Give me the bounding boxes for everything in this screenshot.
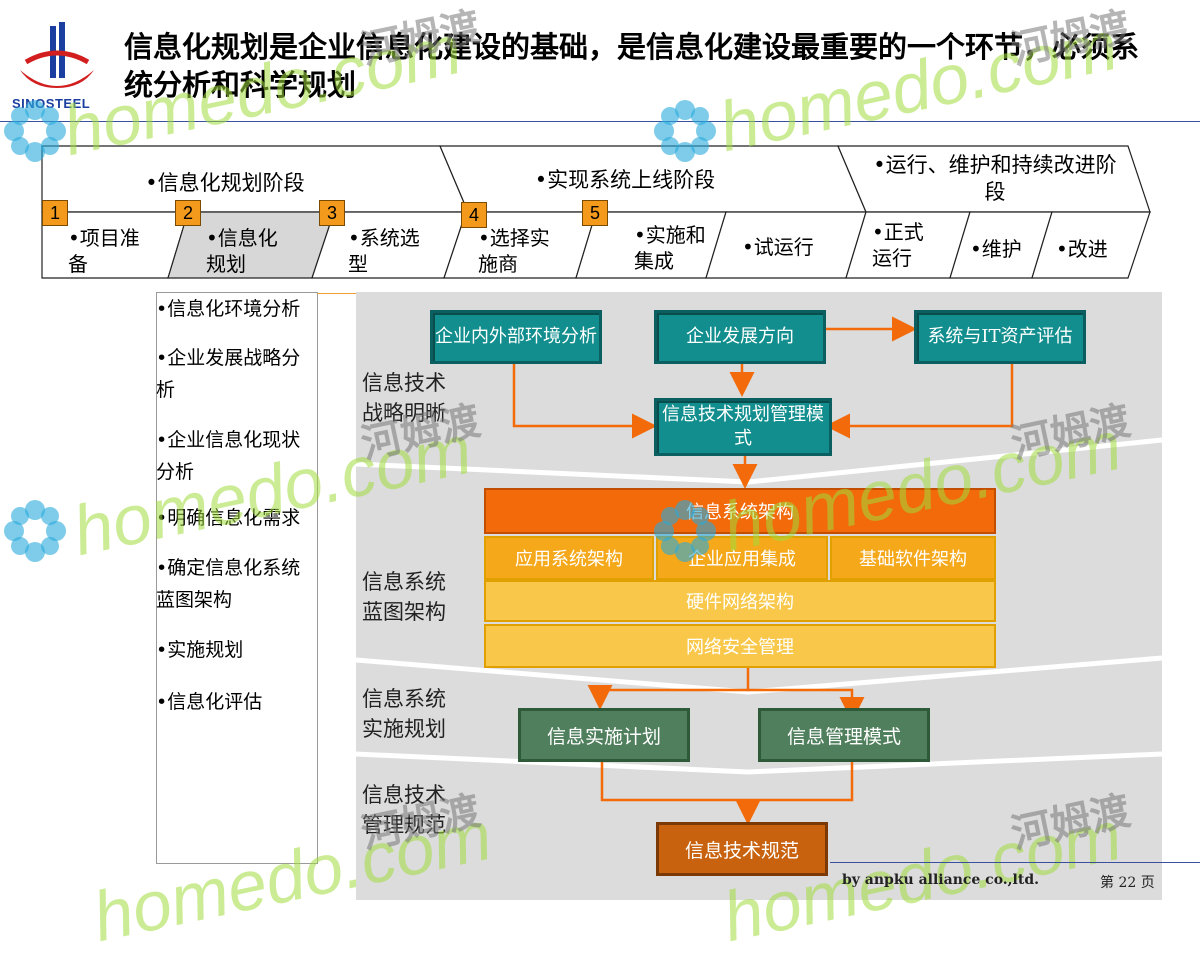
list-item: •企业信息化现状分析 bbox=[156, 429, 301, 483]
page-number: 第 22 页 bbox=[1100, 875, 1155, 891]
footer-copyright: by anpku alliance co.,ltd. bbox=[842, 872, 1039, 888]
step-number-2: 2 bbox=[175, 200, 201, 226]
step-maintenance: •维护 bbox=[970, 237, 1022, 261]
step-number-1: 1 bbox=[42, 200, 68, 226]
list-item: •信息化环境分析 bbox=[156, 298, 301, 320]
phase-implementation: •实现系统上线阶段 bbox=[534, 168, 716, 192]
phase-operation: •运行、维护和持续改进阶段 bbox=[873, 153, 1117, 204]
logo-mark-icon bbox=[20, 22, 94, 88]
band-label-implementation: 信息系统实施规划 bbox=[362, 687, 446, 741]
step-number-4: 4 bbox=[461, 202, 487, 228]
box-development-direction: 企业发展方向 bbox=[654, 310, 826, 364]
band-label-strategy: 信息技术战略明晰 bbox=[362, 371, 446, 425]
box-it-norms: 信息技术规范 bbox=[656, 822, 828, 876]
footer-divider bbox=[830, 862, 1200, 863]
planning-tasks-panel bbox=[156, 292, 357, 864]
list-item: •信息化评估 bbox=[156, 691, 263, 713]
band-label-management: 信息技术管理规范 bbox=[362, 783, 446, 837]
step-system-selection: •系统选型 bbox=[348, 226, 420, 276]
box-implementation-plan: 信息实施计划 bbox=[518, 708, 690, 762]
list-item: •明确信息化需求 bbox=[156, 507, 301, 529]
list-item: •确定信息化系统蓝图架构 bbox=[156, 557, 301, 611]
box-base-software-architecture: 基础软件架构 bbox=[830, 536, 996, 580]
planning-tasks-list: •信息化环境分析 •企业发展战略分析 •企业信息化现状分析 •明确信息化需求 •… bbox=[156, 294, 318, 718]
list-item: •实施规划 bbox=[156, 639, 244, 661]
flower-icon bbox=[4, 500, 66, 562]
step-trial-run: •试运行 bbox=[742, 235, 814, 259]
step-it-planning: •信息化规划 bbox=[206, 226, 278, 276]
box-network-security: 网络安全管理 bbox=[484, 624, 996, 668]
phase-planning: •信息化规划阶段 bbox=[145, 171, 305, 195]
box-it-asset-evaluation: 系统与IT资产评估 bbox=[914, 310, 1086, 364]
step-project-prep: •项目准备 bbox=[68, 226, 140, 276]
title-divider bbox=[0, 121, 1200, 122]
step-formal-run: •正式运行 bbox=[872, 220, 924, 270]
box-application-architecture: 应用系统架构 bbox=[484, 536, 654, 580]
box-information-management-mode: 信息管理模式 bbox=[758, 708, 930, 762]
flower-icon bbox=[654, 500, 716, 562]
box-hardware-network: 硬件网络架构 bbox=[484, 580, 996, 622]
flower-icon bbox=[4, 100, 66, 162]
page-title: 信息化规划是企业信息化建设的基础，是信息化建设最重要的一个环节，必须系统分析和科… bbox=[124, 30, 1140, 102]
list-item: •企业发展战略分析 bbox=[156, 347, 301, 401]
phase-ribbon bbox=[41, 145, 1151, 279]
step-vendor-selection: •选择实施商 bbox=[478, 226, 550, 276]
band-label-blueprint: 信息系统蓝图架构 bbox=[362, 570, 446, 624]
step-number-5: 5 bbox=[582, 200, 608, 226]
box-information-system-architecture: 信息系统架构 bbox=[484, 488, 996, 534]
box-planning-management-mode: 信息技术规划管理模式 bbox=[654, 398, 832, 456]
box-env-analysis: 企业内外部环境分析 bbox=[430, 310, 602, 364]
step-number-3: 3 bbox=[319, 200, 345, 226]
step-integration: •实施和集成 bbox=[634, 223, 706, 273]
step-improvement: •改进 bbox=[1056, 237, 1108, 261]
flower-icon bbox=[654, 100, 716, 162]
